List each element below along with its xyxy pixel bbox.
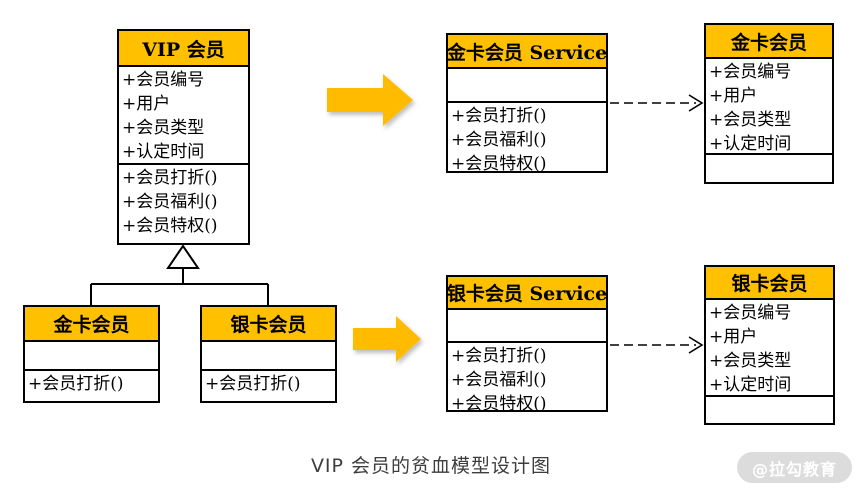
inheritance-connector-lines xyxy=(90,268,269,305)
class-title-gold-sub: 金卡会员 xyxy=(25,307,158,342)
class-attributes-silver-service xyxy=(448,310,606,343)
member-line: +会员特权() xyxy=(451,154,547,171)
member-line: +会员编号 xyxy=(122,70,205,90)
open-arrowhead-icon-gold xyxy=(688,94,704,112)
diagram-caption: VIP 会员的贫血模型设计图 xyxy=(310,455,552,477)
member-line: +会员福利() xyxy=(451,130,547,150)
class-title-silver-service: 银卡会员 Service xyxy=(448,277,606,310)
member-line: +会员福利() xyxy=(122,192,218,212)
member-line: +会员打折() xyxy=(205,374,301,394)
big-right-arrow-icon-top xyxy=(327,74,413,126)
watermark-badge: @拉勾教育 xyxy=(737,452,852,483)
generalization-triangle-icon xyxy=(166,244,200,269)
member-line: +会员编号 xyxy=(709,62,792,82)
class-attributes-gold-service xyxy=(448,69,606,103)
member-line: +会员福利() xyxy=(451,370,547,390)
class-methods-gold-service: +会员打折() +会员福利() +会员特权() xyxy=(448,103,606,171)
class-methods-silver-entity xyxy=(706,397,833,423)
member-line: +认定时间 xyxy=(122,142,205,162)
member-line: +会员类型 xyxy=(122,118,205,138)
class-title-gold-service: 金卡会员 Service xyxy=(448,35,606,69)
member-line: +会员打折() xyxy=(28,374,124,394)
member-line: +认定时间 xyxy=(709,134,792,154)
class-gold-card-entity: 金卡会员 +会员编号 +用户 +会员类型 +认定时间 xyxy=(704,23,834,184)
big-right-arrow-icon-bottom xyxy=(353,316,421,362)
member-line: +认定时间 xyxy=(709,375,792,395)
member-line: +用户 xyxy=(122,94,171,114)
class-title-vip: VIP 会员 xyxy=(119,31,248,67)
class-methods-gold-entity xyxy=(706,155,832,182)
class-attributes-gold-entity: +会员编号 +用户 +会员类型 +认定时间 xyxy=(706,59,832,155)
member-line: +用户 xyxy=(709,86,758,106)
watermark-text: @拉勾教育 xyxy=(751,459,837,479)
member-line: +会员打折() xyxy=(451,106,547,126)
member-line: +会员类型 xyxy=(709,351,792,371)
member-line: +用户 xyxy=(709,327,758,347)
class-attributes-gold-sub xyxy=(25,342,158,371)
class-silver-card-service: 银卡会员 Service +会员打折() +会员福利() +会员特权() xyxy=(446,275,608,412)
class-title-silver-entity: 银卡会员 xyxy=(706,267,833,300)
member-line: +会员特权() xyxy=(122,216,218,236)
class-gold-card-sub: 金卡会员 +会员打折() xyxy=(23,305,160,403)
class-methods-silver-sub: +会员打折() xyxy=(202,371,335,401)
class-gold-card-service: 金卡会员 Service +会员打折() +会员福利() +会员特权() xyxy=(446,33,608,173)
class-methods-gold-sub: +会员打折() xyxy=(25,371,158,401)
member-line: +会员打折() xyxy=(122,168,218,188)
class-attributes-vip: +会员编号 +用户 +会员类型 +认定时间 xyxy=(119,67,248,165)
class-title-gold-entity: 金卡会员 xyxy=(706,25,832,59)
member-line: +会员类型 xyxy=(709,110,792,130)
class-silver-card-entity: 银卡会员 +会员编号 +用户 +会员类型 +认定时间 xyxy=(704,265,835,425)
member-line: +会员打折() xyxy=(451,346,547,366)
class-attributes-silver-entity: +会员编号 +用户 +会员类型 +认定时间 xyxy=(706,300,833,397)
member-line: +会员编号 xyxy=(709,303,792,323)
class-methods-silver-service: +会员打折() +会员福利() +会员特权() xyxy=(448,343,606,410)
class-methods-vip: +会员打折() +会员福利() +会员特权() xyxy=(119,165,248,243)
class-attributes-silver-sub xyxy=(202,342,335,371)
class-vip-member: VIP 会员 +会员编号 +用户 +会员类型 +认定时间 +会员打折() +会员福利()… xyxy=(117,29,250,245)
class-title-silver-sub: 银卡会员 xyxy=(202,307,335,342)
open-arrowhead-icon-silver xyxy=(688,336,704,354)
class-silver-card-sub: 银卡会员 +会员打折() xyxy=(200,305,337,403)
member-line: +会员特权() xyxy=(451,394,547,410)
